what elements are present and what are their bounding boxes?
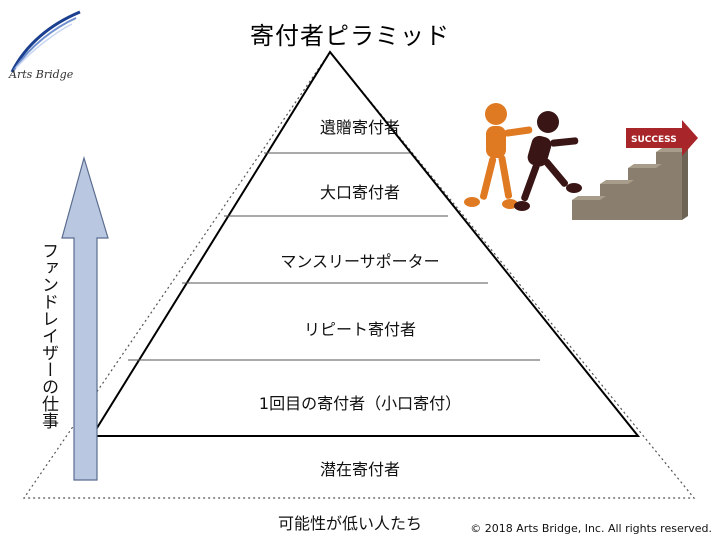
- tier-label-repeat: リピート寄付者: [303, 320, 416, 339]
- copyright-text: © 2018 Arts Bridge, Inc. All rights rese…: [470, 522, 712, 535]
- arts-bridge-logo-icon: [10, 10, 81, 73]
- low-potential-label: 可能性が低い人たち: [277, 514, 422, 533]
- tier-label-monthly: マンスリーサポーター: [280, 252, 440, 271]
- up-arrow-icon: [61, 155, 109, 481]
- success-arrow-icon: SUCCESS: [626, 120, 698, 156]
- success-illustration: SUCCESS: [464, 103, 698, 220]
- outer-dotted-triangle: [22, 51, 696, 499]
- pyramid-outline: [90, 50, 641, 437]
- success-sign-text: SUCCESS: [631, 135, 677, 145]
- logo-text: Arts Bridge: [9, 68, 74, 81]
- tier-label-first-time: 1回目の寄付者（小口寄付）: [258, 394, 462, 413]
- tier-label-bequest: 遺贈寄付者: [319, 118, 400, 137]
- page-title: 寄付者ピラミッド: [250, 22, 450, 50]
- tier-label-potential: 潜在寄付者: [319, 460, 400, 479]
- stairs-icon: [572, 148, 688, 220]
- tier-label-major: 大口寄付者: [319, 183, 400, 202]
- fundraiser-job-label: ファンドレイザーの仕事: [38, 242, 58, 429]
- dark-figure-icon: [514, 111, 582, 211]
- orange-figure-icon: [464, 103, 533, 209]
